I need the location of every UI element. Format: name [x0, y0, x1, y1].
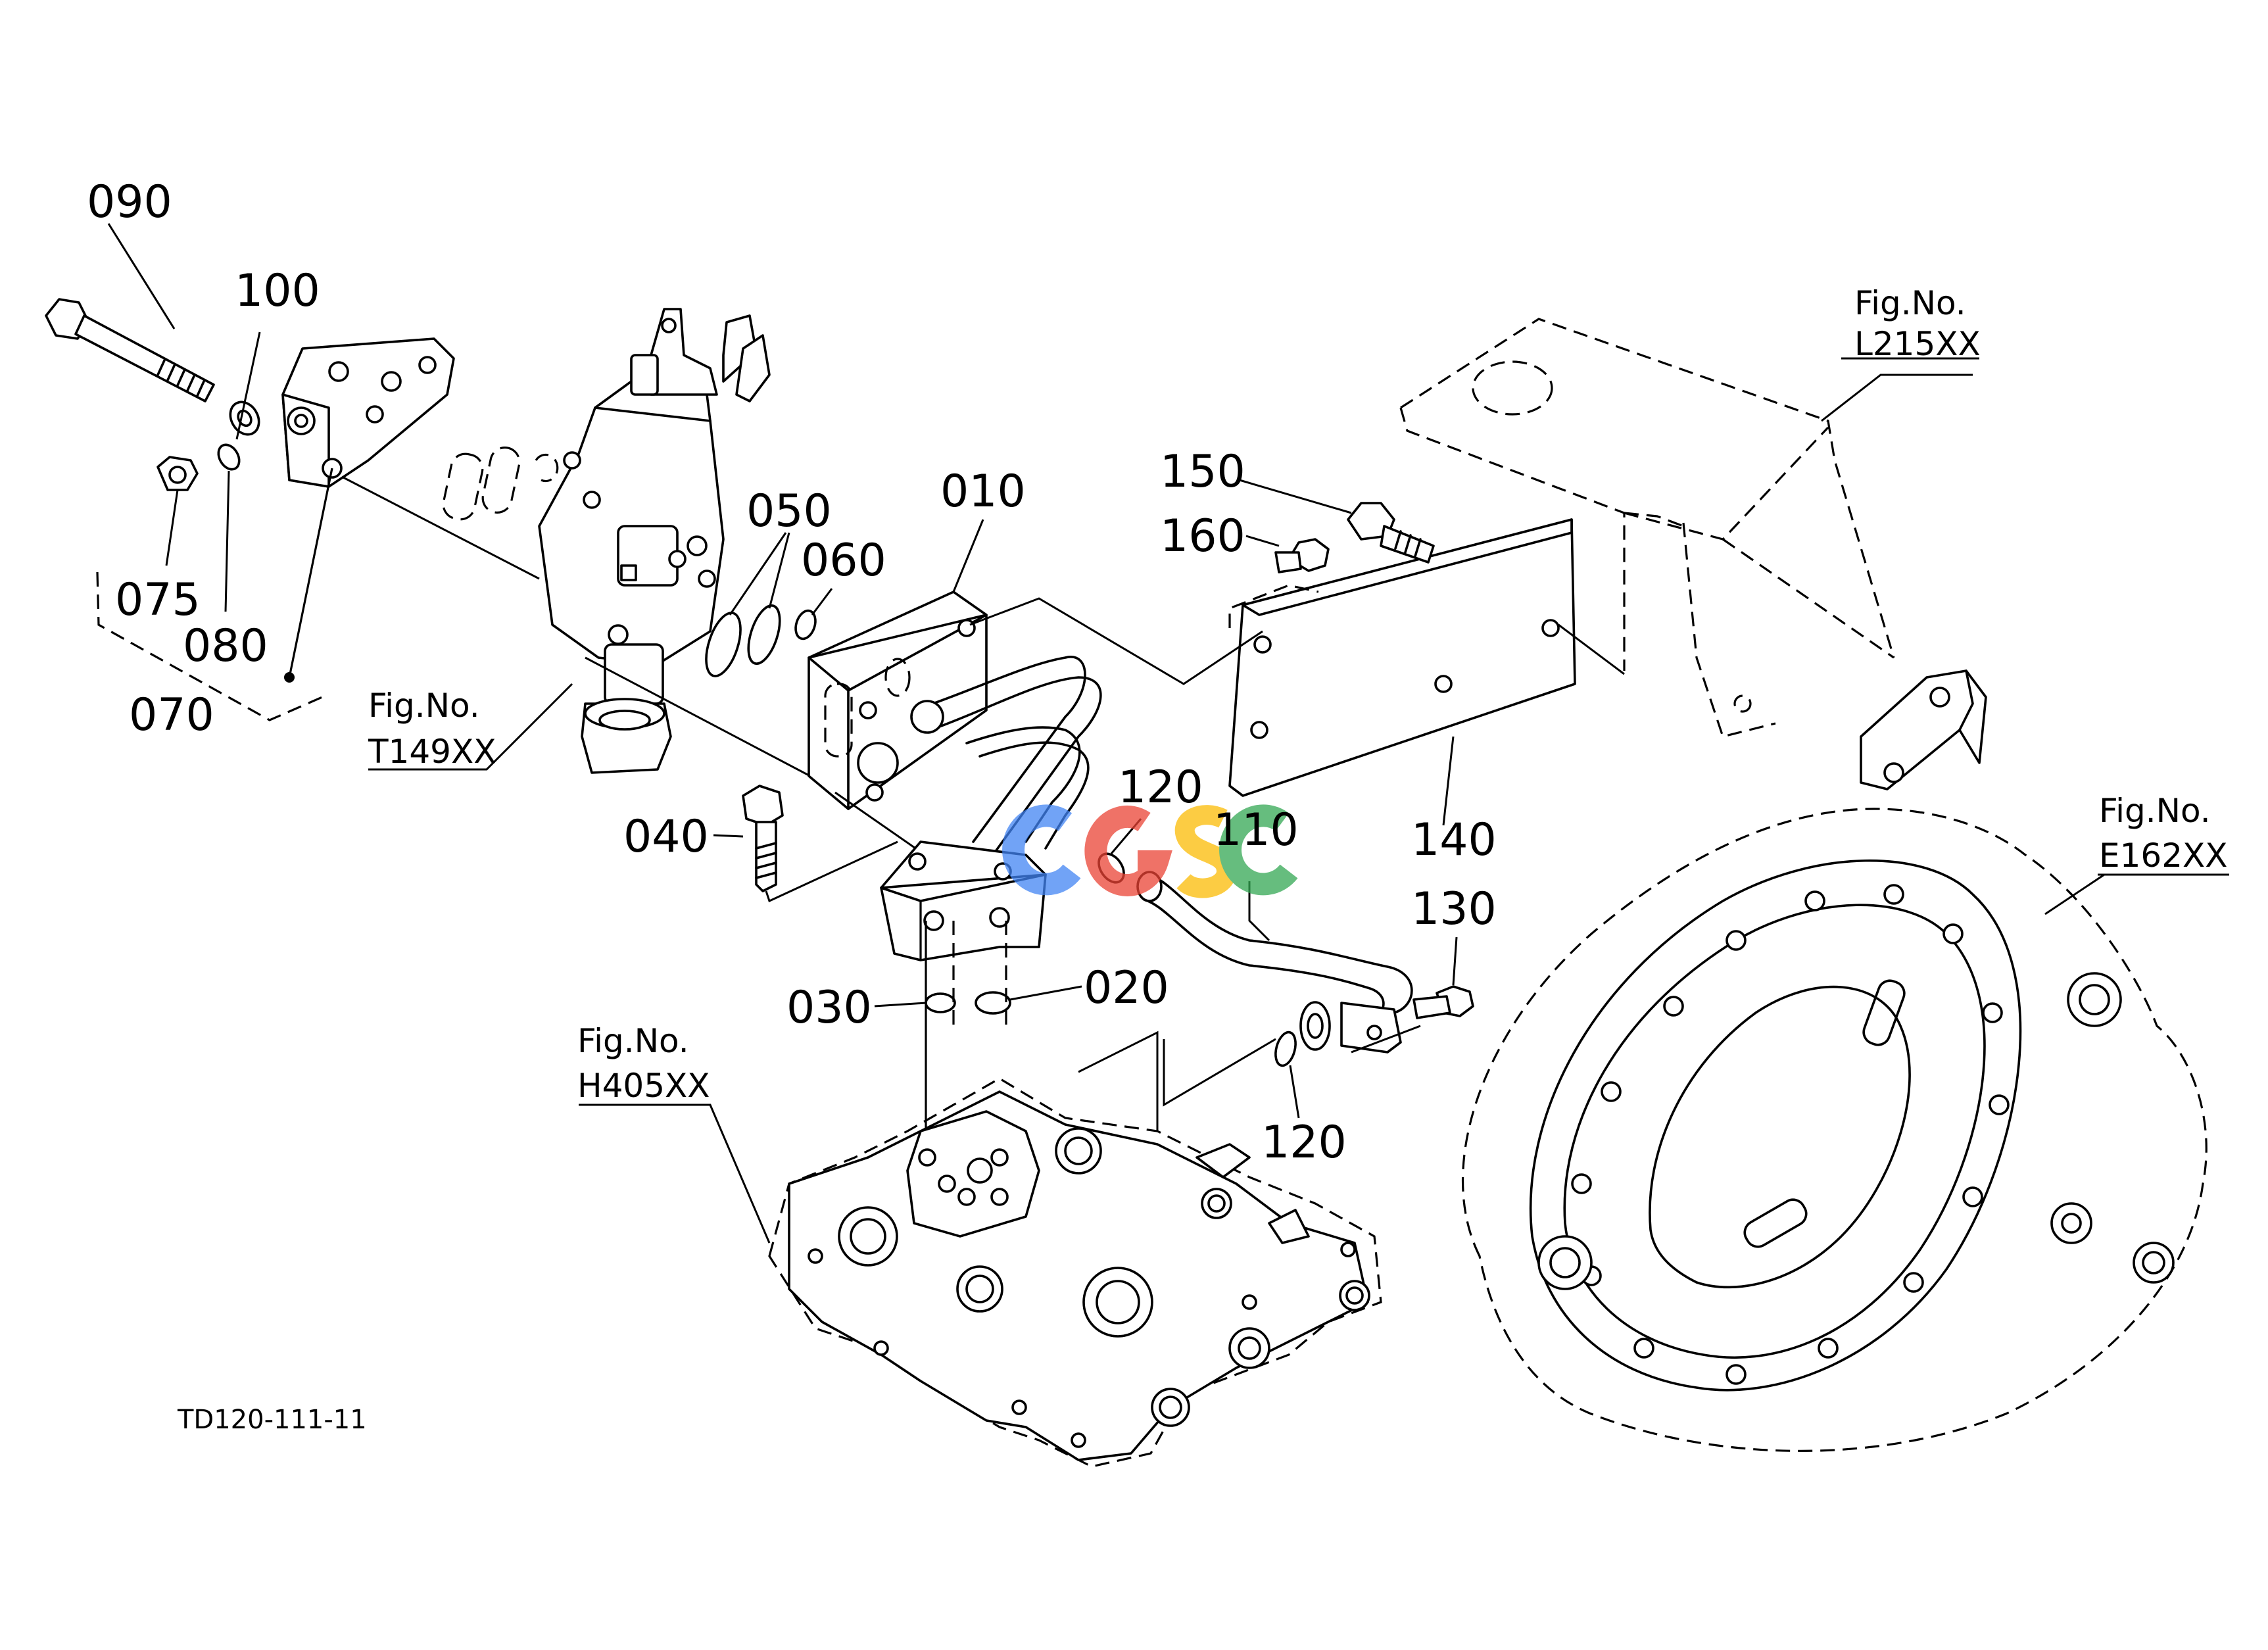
part-label-100: 100	[235, 265, 320, 317]
part-label-070: 070	[129, 689, 214, 741]
part-label-140: 140	[1411, 814, 1497, 866]
figure-ref-e162xx: Fig.No. E162XX	[2099, 792, 2228, 875]
figure-ref-title: Fig.No.	[577, 1022, 689, 1060]
lower-block-drawing	[880, 840, 1047, 961]
part-label-120-upper: 120	[1118, 762, 1203, 813]
bolt-130-drawing	[1412, 985, 1474, 1019]
bolt-160-drawing	[1274, 538, 1330, 573]
plug-075-drawing	[157, 443, 241, 491]
figure-ref-t149xx: Fig.No. T149XX	[368, 687, 496, 771]
control-valve-drawing	[538, 308, 771, 774]
part-label-130: 130	[1411, 883, 1497, 935]
part-label-120-lower: 120	[1261, 1117, 1347, 1169]
part-label-010: 010	[940, 466, 1026, 518]
part-label-090: 090	[87, 176, 172, 228]
figure-ref-code: E162XX	[2099, 837, 2228, 875]
part-label-080: 080	[183, 620, 268, 672]
part-label-075: 075	[115, 574, 201, 626]
block-h405xx-drawing	[768, 1077, 1382, 1468]
manifold-010-drawing	[808, 591, 988, 810]
part-label-150: 150	[1160, 446, 1245, 498]
part-label-030: 030	[786, 982, 872, 1034]
figure-ref-h405xx: Fig.No. H405XX	[577, 1022, 710, 1105]
figure-ref-code: T149XX	[368, 733, 496, 771]
bracket-140-drawing	[1228, 518, 1576, 797]
housing-l215xx-drawing	[1399, 318, 1895, 738]
figure-ref-code: L215XX	[1854, 325, 1981, 363]
figure-ref-l215xx: Fig.No. L215XX	[1854, 284, 1981, 363]
part-label-050: 050	[746, 485, 832, 537]
bolt-090-drawing	[45, 298, 260, 436]
drawing-code: TD120-111-11	[177, 1405, 367, 1435]
bolt-150-drawing	[1347, 502, 1435, 564]
cover-plate-drawing	[281, 337, 455, 683]
watermark	[1002, 804, 1298, 898]
figure-ref-title: Fig.No.	[1854, 284, 1966, 322]
housing-e162xx-drawing	[1461, 669, 2208, 1452]
part-label-040: 040	[623, 811, 709, 863]
part-label-060: 060	[801, 535, 886, 587]
bolt-040-drawing	[742, 785, 784, 892]
figure-ref-code: H405XX	[577, 1067, 710, 1105]
part-label-020: 020	[1084, 962, 1169, 1014]
part-label-110: 110	[1213, 804, 1299, 856]
figure-ref-title: Fig.No.	[368, 687, 480, 725]
figure-ref-title: Fig.No.	[2099, 792, 2211, 830]
part-label-160: 160	[1160, 510, 1245, 562]
